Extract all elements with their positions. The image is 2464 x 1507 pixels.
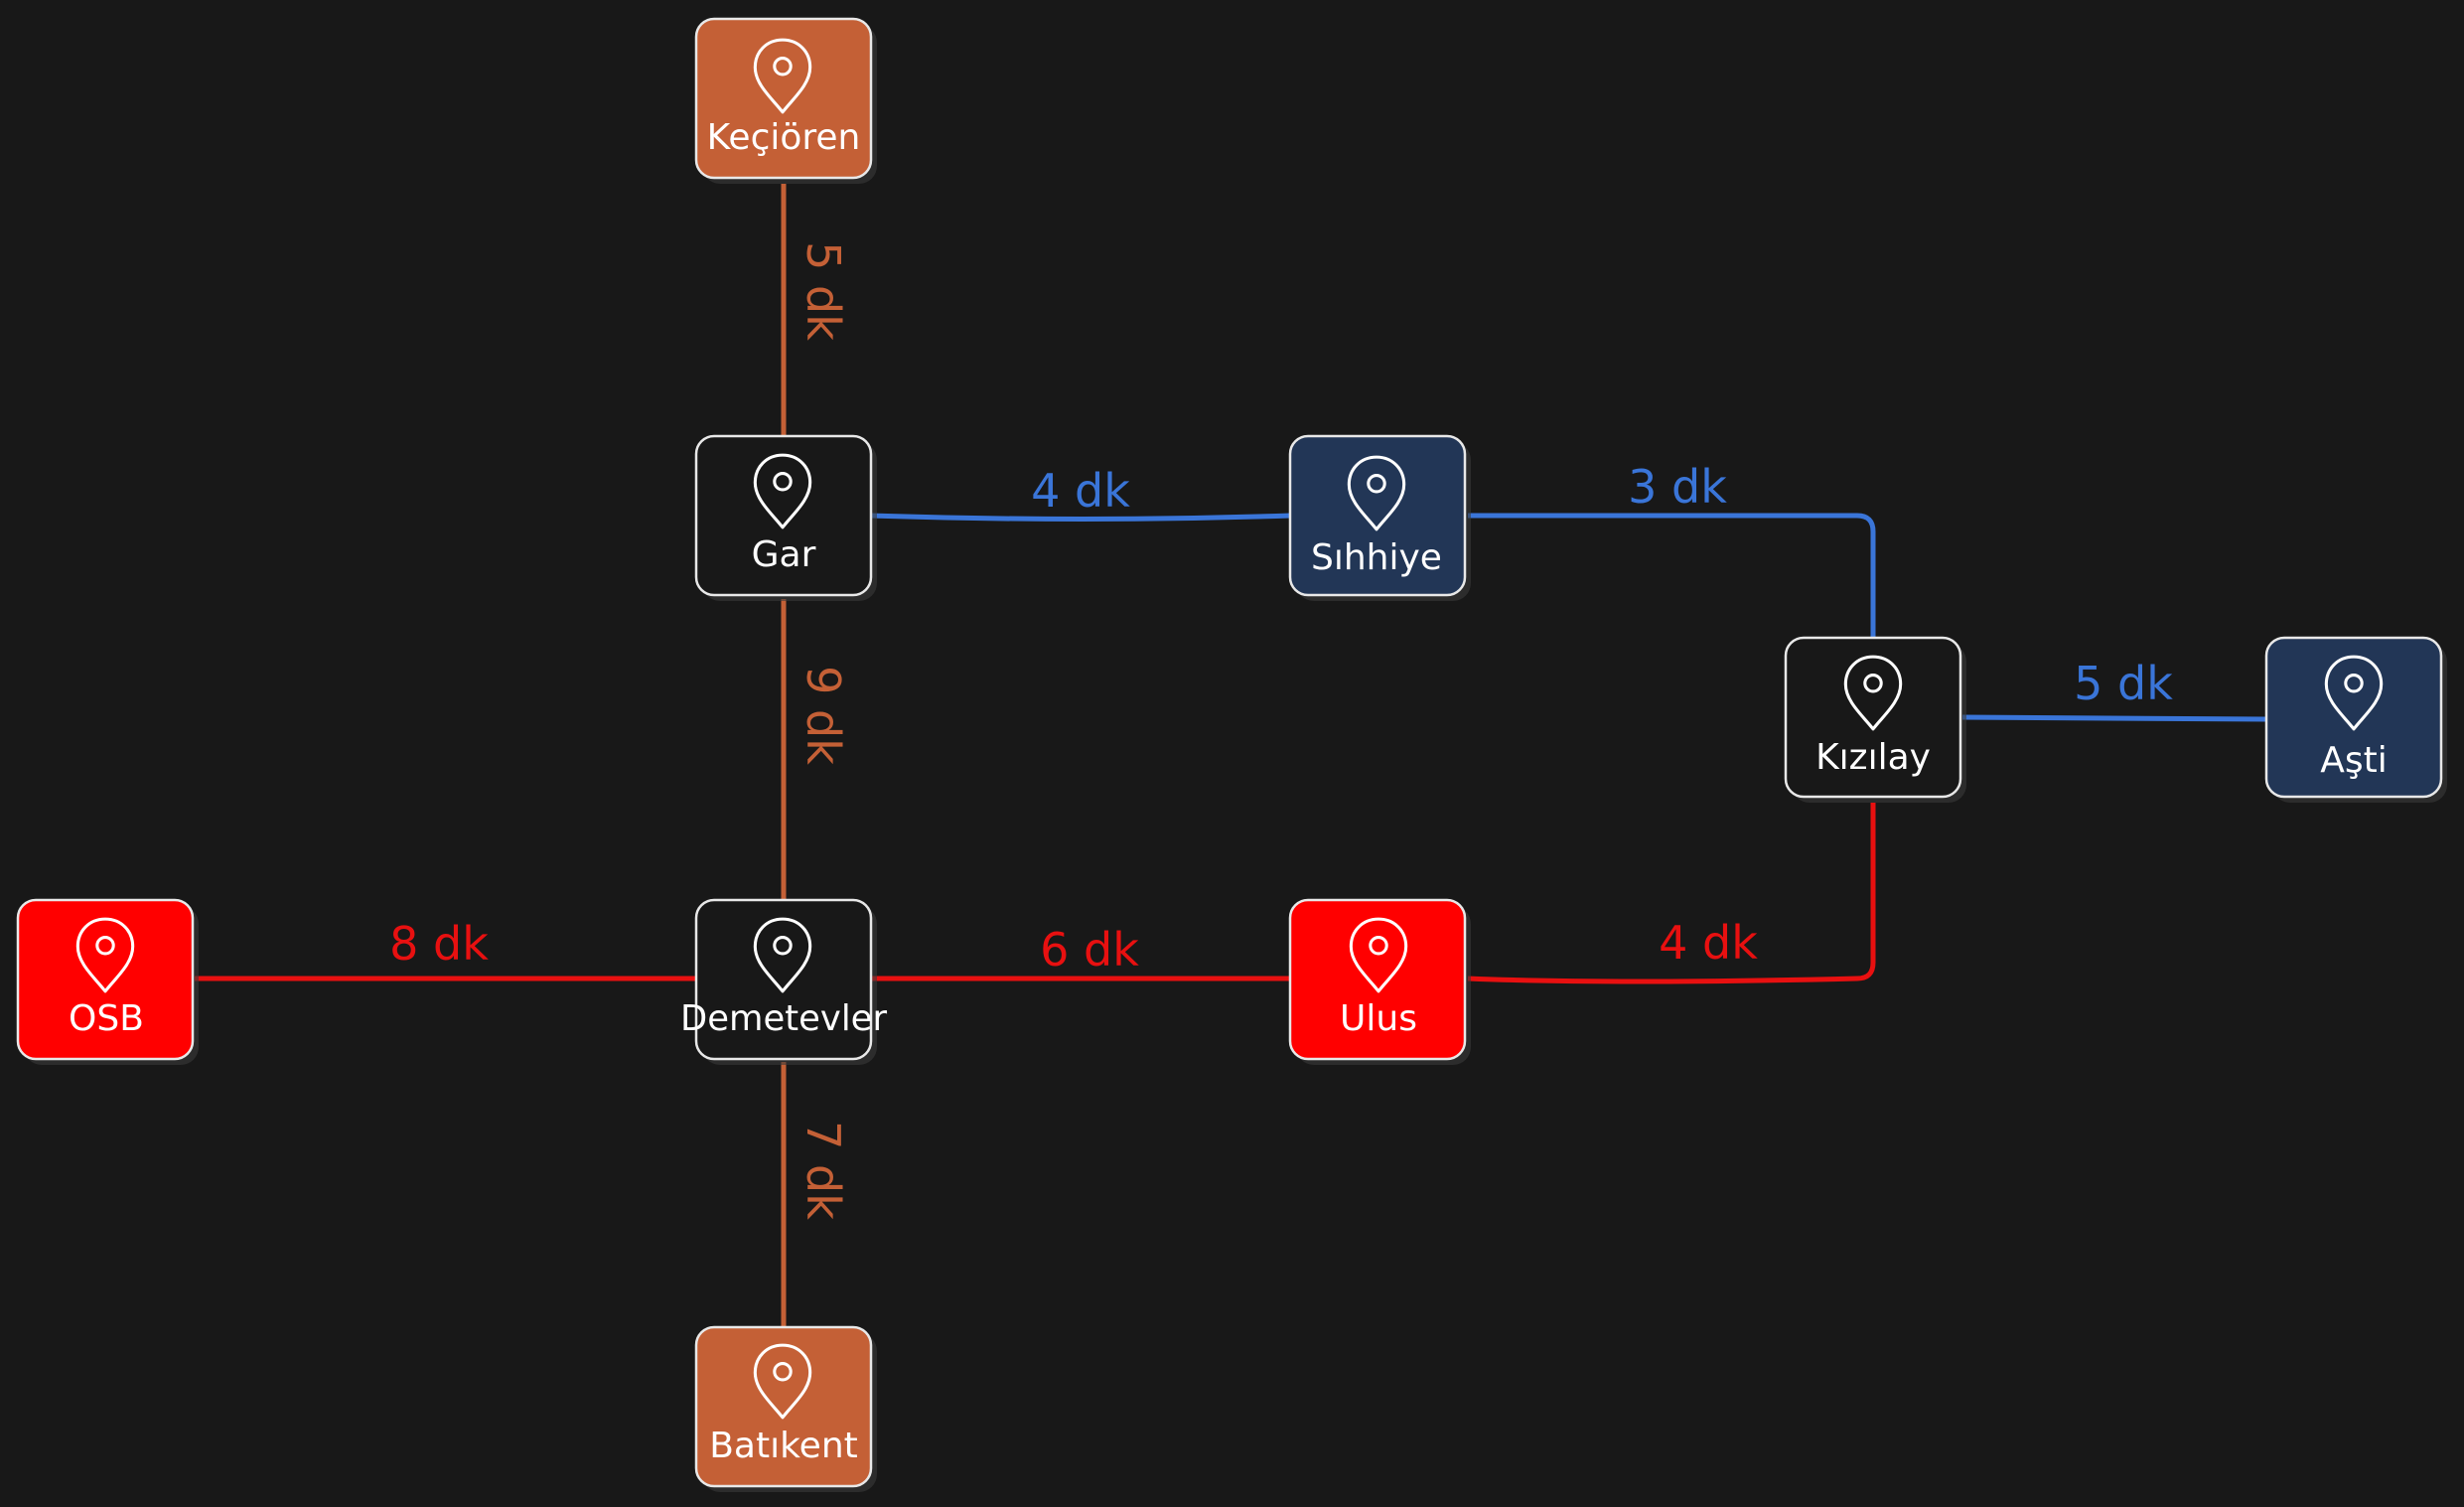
edge-kizilay-asti	[1961, 714, 2267, 722]
node-kizilay[interactable]: Kızılay	[1784, 636, 1966, 803]
node-label-demetevler: Demetevler	[680, 998, 887, 1039]
edge-label-demetevler-ulus: 6 dk	[1040, 923, 1139, 977]
edge-label-sihhiye-kizilay: 3 dk	[1628, 460, 1727, 514]
node-sihhiye[interactable]: Sıhhiye	[1288, 434, 1471, 601]
edge-sihhiye-kizilay	[1468, 513, 1876, 639]
node-label-kecioren: Keçiören	[707, 117, 861, 158]
edge-label-gar-demetevler: 9 dk	[797, 666, 850, 765]
node-label-sihhiye: Sıhhiye	[1311, 537, 1442, 578]
edge-label-kizilay-asti: 5 dk	[2074, 657, 2173, 710]
edge-label-ulus-kizilay: 4 dk	[1659, 916, 1758, 970]
node-label-asti: Aşti	[2320, 740, 2388, 781]
edge-label-gar-sihhiye: 4 dk	[1031, 464, 1130, 518]
edge-labels: 5 dk 9 dk 7 dk 4 dk 3 dk 5 dk 8 dk 6 dk …	[389, 241, 2173, 1220]
node-demetevler[interactable]: Demetevler	[680, 898, 887, 1065]
edges	[195, 184, 2267, 1327]
node-label-batikent: Batıkent	[709, 1426, 858, 1466]
edge-label-demetevler-batikent: 7 dk	[797, 1121, 850, 1220]
node-label-gar: Gar	[752, 534, 816, 575]
edge-label-kecioren-gar: 5 dk	[797, 241, 850, 341]
node-ulus[interactable]: Ulus	[1288, 898, 1471, 1065]
node-kecioren[interactable]: Keçiören	[694, 17, 877, 184]
node-label-ulus: Ulus	[1340, 998, 1417, 1039]
edge-gar-sihhiye	[871, 513, 1292, 522]
node-label-kizilay: Kızılay	[1815, 737, 1931, 778]
node-asti[interactable]: Aşti	[2264, 636, 2447, 803]
node-batikent[interactable]: Batıkent	[694, 1325, 877, 1492]
nodes: Keçiören Gar Sıhhiye Kızılay	[16, 17, 2447, 1492]
node-osb[interactable]: OSB	[16, 898, 199, 1065]
edge-ulus-kizilay	[1467, 803, 1876, 984]
node-label-osb: OSB	[69, 998, 144, 1039]
edge-label-osb-demetevler: 8 dk	[389, 917, 489, 971]
node-gar[interactable]: Gar	[694, 434, 877, 601]
